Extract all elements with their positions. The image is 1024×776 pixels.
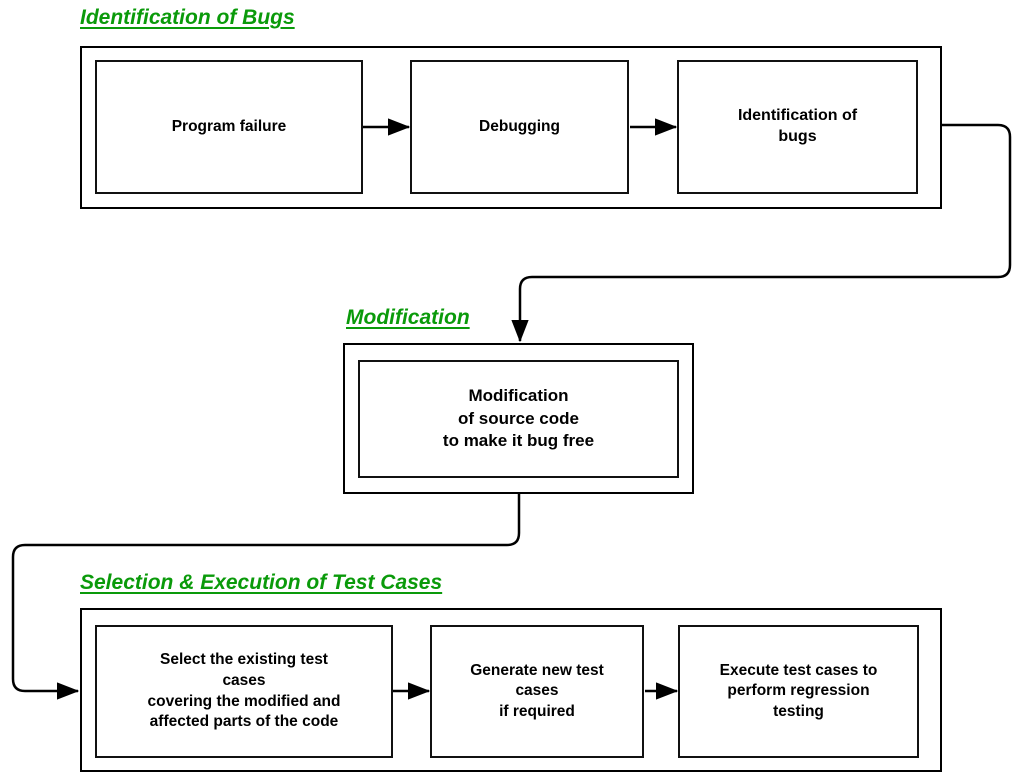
node-identification-of-bugs[interactable]: Identification of bugs [677,60,918,194]
node-program-failure[interactable]: Program failure [95,60,363,194]
node-program-failure-label: Program failure [171,117,287,135]
section-title-modification: Modification [346,306,470,329]
node-generate-new-test-cases-label: Generate new test cases if required [470,661,604,720]
node-generate-new-test-cases[interactable]: Generate new test cases if required [430,625,644,758]
node-modification-of-source-code[interactable]: Modification of source code to make it b… [358,360,679,478]
node-execute-test-cases-label: Execute test cases to perform regression… [719,661,878,720]
node-debugging-label: Debugging [479,117,560,135]
node-execute-test-cases[interactable]: Execute test cases to perform regression… [678,625,919,758]
section-title-selection-execution-of-test-cases: Selection & Execution of Test Cases [80,571,443,594]
section-title-identification-of-bugs: Identification of Bugs [80,6,295,29]
node-debugging[interactable]: Debugging [410,60,629,194]
node-modification-of-source-code-label: Modification of source code to make it b… [442,385,595,451]
node-select-existing-test-cases[interactable]: Select the existing test cases covering … [95,625,393,758]
node-identification-of-bugs-label: Identification of bugs [737,107,858,145]
node-select-existing-test-cases-label: Select the existing test cases covering … [147,651,341,731]
